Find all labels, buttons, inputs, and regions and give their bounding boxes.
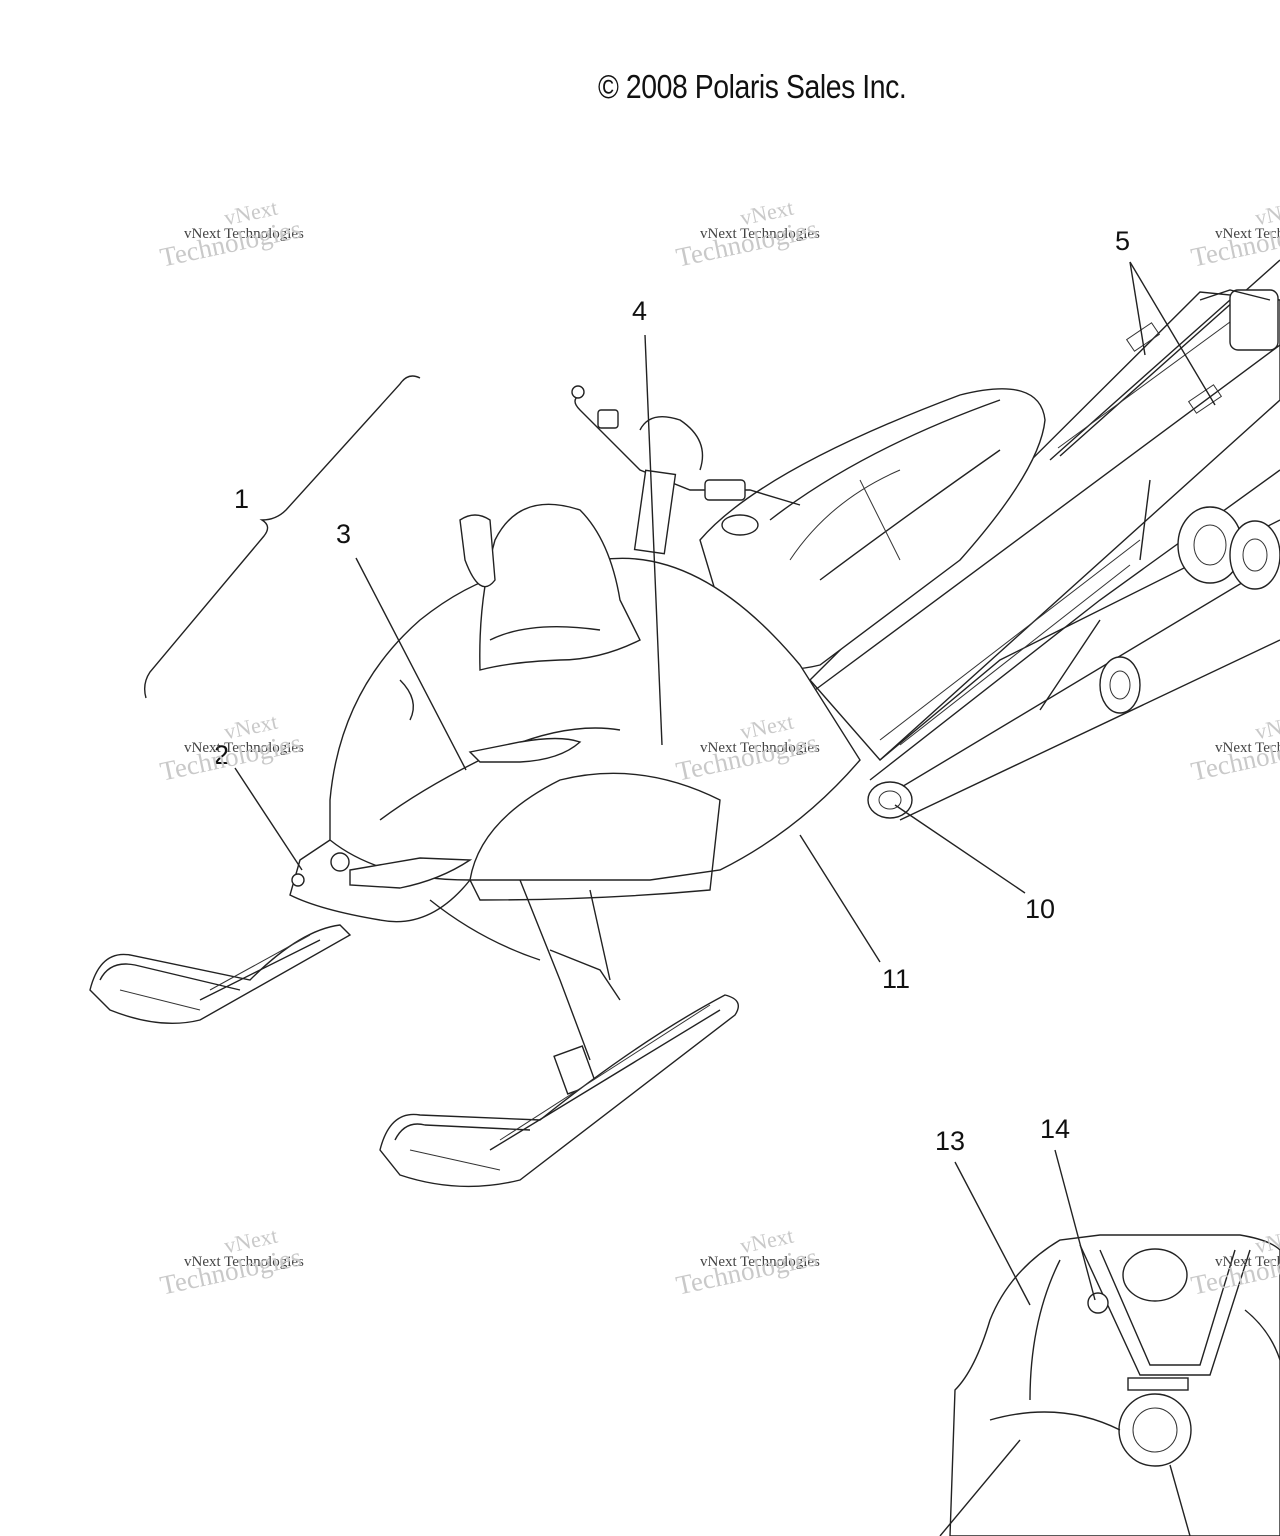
callout-13: 13: [935, 1126, 966, 1156]
group-bracket: [143, 375, 421, 699]
callout-4: 4: [632, 296, 648, 326]
callout-5: 5: [1115, 226, 1131, 256]
inset-hood-front-view: [949, 1234, 1280, 1536]
leader-lines: [234, 261, 1216, 1536]
handlebars: [571, 385, 801, 555]
callout-1: 1: [234, 484, 250, 514]
callout-11: 11: [882, 964, 911, 994]
hood-body: [289, 557, 861, 923]
copyright-text: © 2008 Polaris Sales Inc.: [598, 68, 907, 105]
callout-2: 2: [214, 740, 230, 770]
tunnel-track: [809, 259, 1280, 821]
right-ski: [379, 994, 739, 1188]
callout-14: 14: [1040, 1114, 1071, 1144]
callout-10: 10: [1025, 894, 1056, 924]
callout-3: 3: [336, 519, 352, 549]
rear-suspension: [867, 289, 1280, 819]
front-suspension: [429, 879, 621, 1095]
left-ski: [89, 924, 352, 1024]
windshield: [459, 503, 641, 671]
